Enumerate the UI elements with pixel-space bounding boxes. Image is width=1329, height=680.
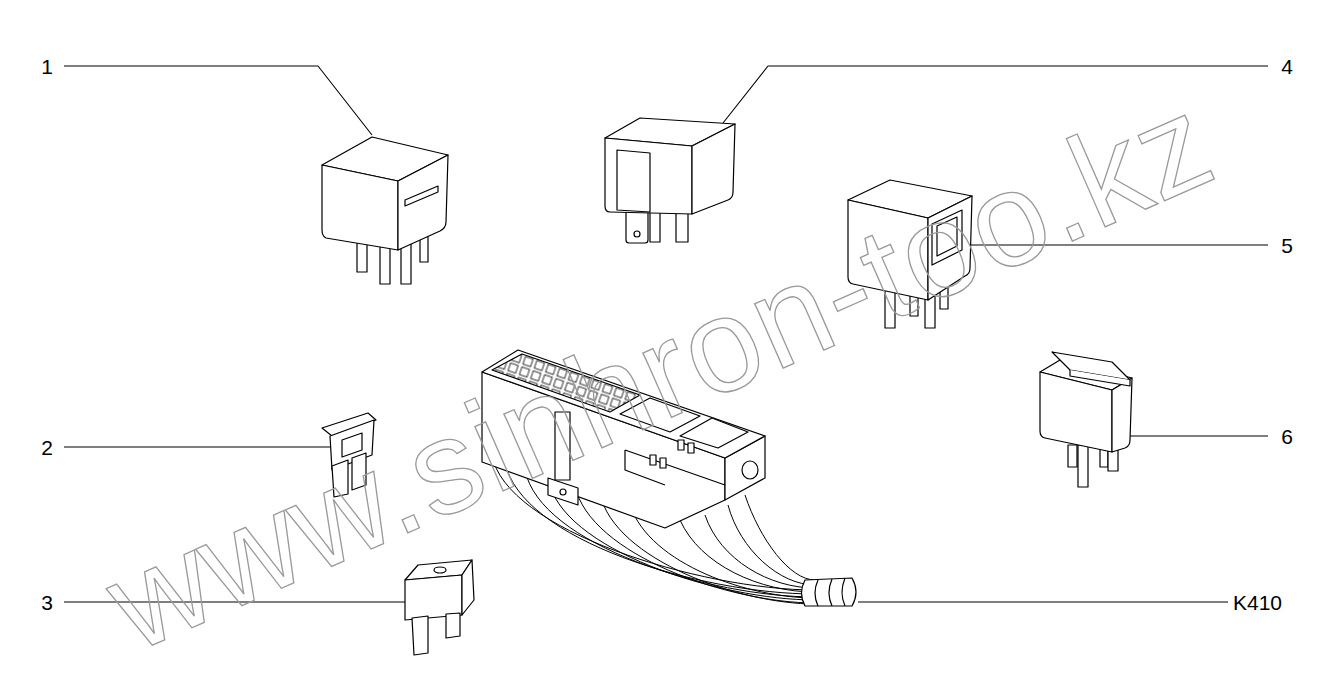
callout-label: K410 xyxy=(1233,592,1282,613)
callout-label: 2 xyxy=(41,437,53,458)
relay-6 xyxy=(1040,352,1132,487)
tape-bundle xyxy=(802,578,857,606)
callout-label: 5 xyxy=(1281,235,1293,256)
watermark: www.sinhron-too.kz xyxy=(89,72,1230,671)
callout-label: 3 xyxy=(41,592,53,613)
callout-label: 6 xyxy=(1281,426,1293,447)
maxi-fuse xyxy=(405,560,474,655)
callout-label: 1 xyxy=(41,56,53,77)
relay-4 xyxy=(605,118,735,243)
relay-1 xyxy=(322,137,448,284)
callout-label: 4 xyxy=(1281,56,1293,77)
